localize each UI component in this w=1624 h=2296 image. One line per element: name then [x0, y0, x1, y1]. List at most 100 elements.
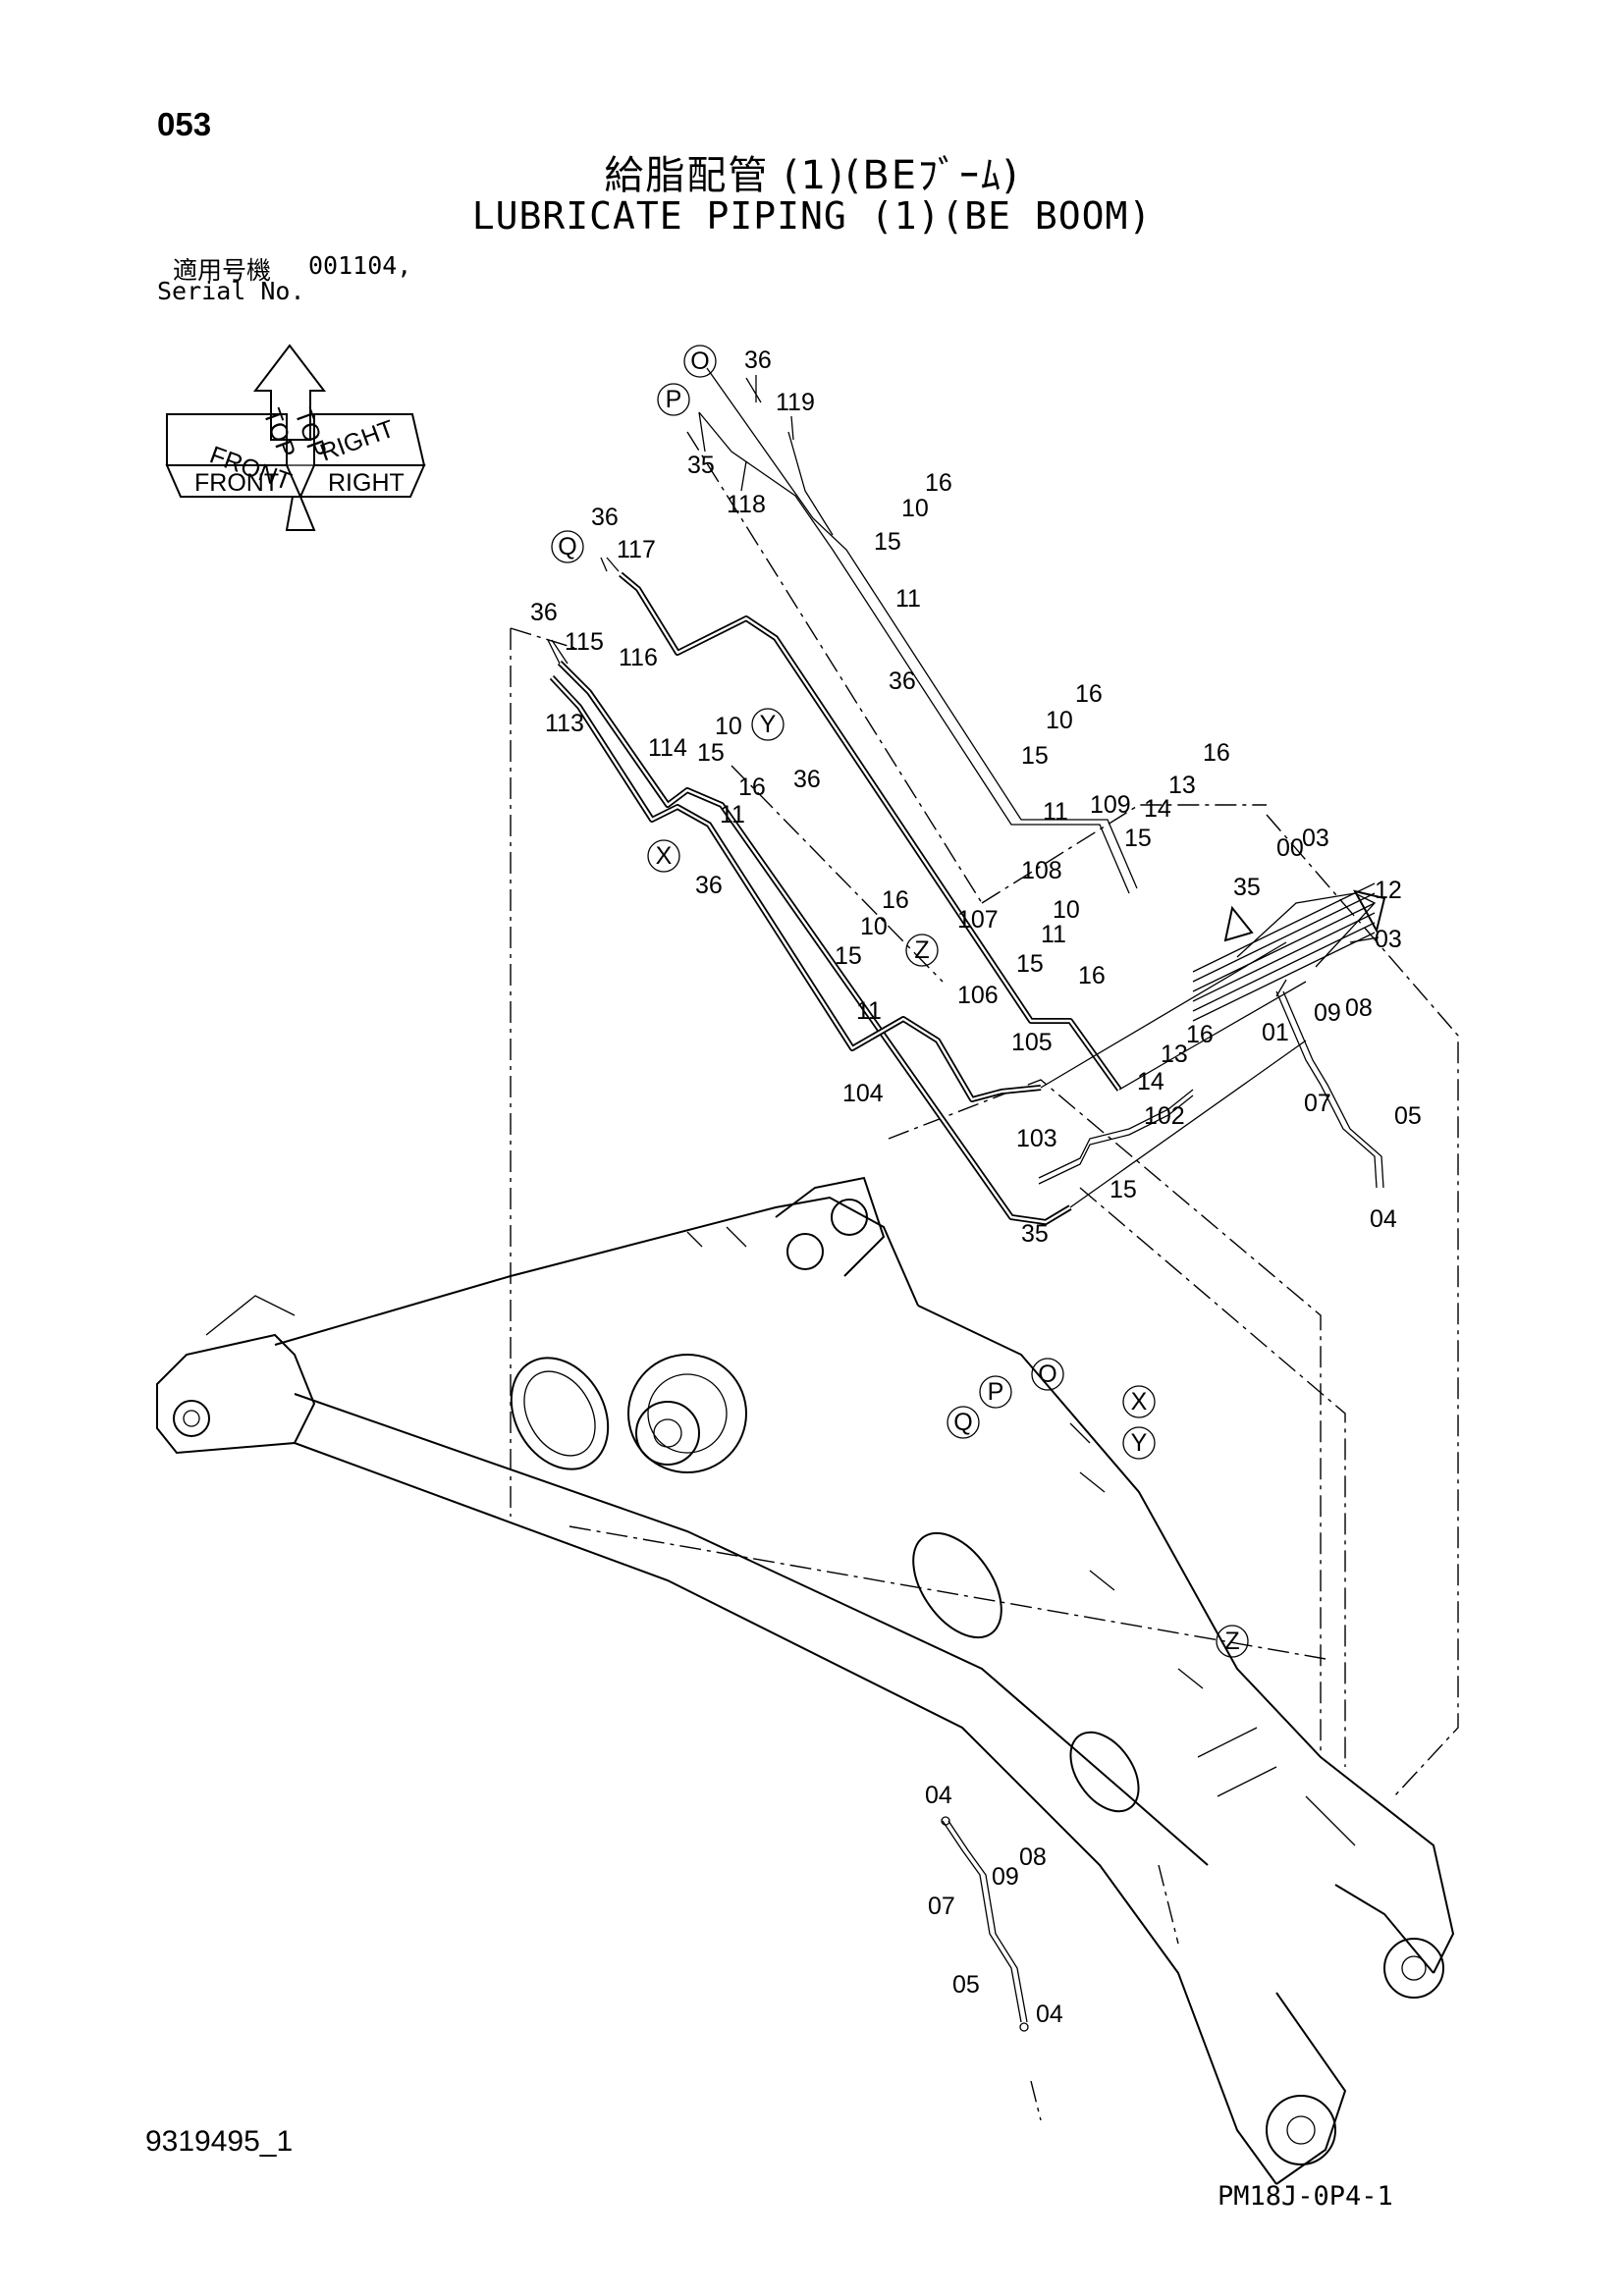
part-label: 36: [530, 599, 558, 626]
part-label: 102: [1144, 1102, 1185, 1130]
part-label: 35: [1233, 874, 1261, 901]
orientation-front: FRONT: [194, 469, 279, 497]
part-label: 36: [744, 347, 772, 374]
part-label: 11: [720, 801, 745, 828]
part-label: 14: [1137, 1068, 1164, 1095]
callout-z: Z: [914, 936, 929, 964]
part-label: 107: [957, 906, 999, 934]
part-label: 04: [925, 1782, 952, 1809]
part-label: 07: [928, 1893, 955, 1920]
part-label: 35: [687, 452, 715, 479]
part-label: 15: [1124, 825, 1152, 852]
part-label: 15: [835, 942, 862, 970]
part-label: 10: [715, 713, 742, 740]
callout-p-boom: P: [988, 1378, 1004, 1406]
part-label: 15: [1021, 742, 1049, 770]
part-label: 35: [1021, 1220, 1049, 1248]
drawing-number: 9319495_1: [145, 2125, 294, 2158]
page-number: 053: [157, 106, 212, 142]
part-label: 09: [1314, 999, 1341, 1027]
part-label: 16: [1203, 739, 1230, 767]
part-label: 115: [565, 628, 604, 656]
callout-x-boom: X: [1131, 1388, 1148, 1415]
part-label: 109: [1090, 791, 1131, 819]
part-label: 05: [1394, 1102, 1422, 1130]
part-label: 36: [695, 872, 723, 899]
part-label: 103: [1016, 1125, 1057, 1152]
part-label: 113: [545, 710, 584, 737]
part-label: 108: [1021, 857, 1062, 884]
callout-o-boom: O: [1038, 1361, 1056, 1388]
part-label: 00: [1276, 834, 1304, 862]
part-label: 14: [1144, 795, 1171, 823]
part-label: 10: [1053, 896, 1080, 924]
grease-line-right: [1275, 990, 1384, 1189]
part-label: 04: [1036, 2001, 1063, 2028]
part-label: 15: [1110, 1176, 1137, 1203]
hose-102: [1038, 1089, 1194, 1185]
part-label: 10: [1046, 707, 1073, 734]
part-label: 13: [1168, 772, 1196, 799]
part-label: 36: [793, 766, 821, 793]
part-label: 11: [1043, 798, 1068, 826]
part-label: 08: [1019, 1843, 1047, 1871]
grease-line-lower: [941, 1816, 1029, 2032]
part-label: 36: [591, 504, 619, 531]
hose-o-p: [698, 367, 1138, 894]
part-label: 117: [617, 536, 656, 563]
part-label: 16: [925, 469, 952, 497]
part-label: 09: [992, 1863, 1019, 1891]
part-label: 04: [1370, 1205, 1397, 1233]
part-label: 03: [1302, 825, 1329, 852]
part-label: 12: [1375, 877, 1402, 904]
part-label: 16: [738, 774, 766, 801]
callout-o: O: [690, 347, 709, 375]
hose-q: [619, 571, 1307, 1092]
part-label: 11: [895, 585, 921, 613]
part-label: 106: [957, 982, 999, 1009]
part-label: 16: [882, 886, 909, 914]
part-label: 15: [874, 528, 901, 556]
part-label: 116: [619, 644, 658, 671]
part-label: 104: [842, 1080, 884, 1107]
callout-x: X: [656, 842, 673, 870]
serial-label-english: Serial No.: [157, 277, 305, 305]
part-label: 11: [856, 997, 882, 1025]
part-label: 16: [1186, 1021, 1214, 1048]
callout-p: P: [666, 386, 682, 413]
part-label: 16: [1075, 680, 1103, 708]
part-label: 118: [727, 491, 766, 518]
part-label: 105: [1011, 1029, 1053, 1056]
leader-lines: [547, 375, 1380, 997]
orientation-indicator: FRONT FRONT TOP TOP RIGHT RIGHT: [165, 344, 426, 531]
page-code: PM18J-0P4-1: [1218, 2181, 1393, 2212]
part-label: 11: [1041, 921, 1066, 948]
callout-y: Y: [760, 711, 777, 738]
part-label: 15: [697, 739, 725, 767]
orientation-right: RIGHT: [328, 469, 405, 497]
callout-z-boom: Z: [1224, 1628, 1239, 1655]
part-label: 07: [1304, 1090, 1331, 1117]
part-label: 16: [1078, 962, 1106, 989]
callout-q-boom: Q: [953, 1409, 972, 1436]
part-label: 15: [1016, 950, 1044, 978]
part-label: 08: [1345, 994, 1373, 1022]
part-label: 10: [901, 495, 929, 522]
part-label: 13: [1161, 1041, 1188, 1068]
orientation-right-top: RIGHT: [316, 415, 398, 467]
part-label: 114: [648, 734, 687, 762]
serial-number-value: 001104,: [308, 251, 412, 280]
serial-label-japanese: 適用号機: [173, 256, 272, 285]
part-labels: 36 119 35 118 10 16 15 11 36 36 117 116 …: [530, 347, 1422, 2028]
part-label: 01: [1262, 1019, 1289, 1046]
boom-body: [156, 1176, 1455, 2185]
callout-q: Q: [558, 533, 576, 561]
callout-y-boom: Y: [1131, 1429, 1148, 1457]
hoses-x-y: [549, 660, 1307, 1225]
part-label: 36: [889, 667, 916, 695]
grease-manifold: [1192, 882, 1386, 1022]
title-english: LUBRICATE PIPING (1)(BE BOOM): [471, 194, 1153, 238]
part-label: 119: [776, 389, 815, 416]
part-label: 05: [952, 1971, 980, 1999]
